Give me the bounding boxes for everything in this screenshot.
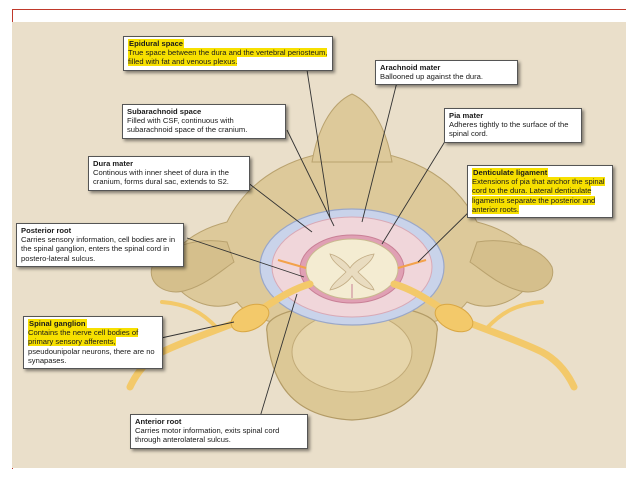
vertebra-illustration	[126, 69, 578, 421]
leader-epidural	[306, 69, 331, 219]
callout-text: Ballooned up against the dura.	[380, 72, 484, 82]
leader-posterior-root	[186, 237, 305, 278]
grey-matter	[329, 253, 375, 291]
leader-spinal-ganglion	[151, 321, 235, 341]
callout-denticulate-ligament: Denticulate ligament Extensions of pia t…	[467, 165, 613, 219]
diagram-panel: Epidural space True space between the du…	[12, 22, 626, 468]
callout-text: Continous with inner sheet of dura in th…	[93, 168, 229, 187]
callout-text: Adheres tightly to the surface of the sp…	[449, 120, 569, 139]
nerve-branch-right	[485, 300, 544, 330]
transverse-process-right	[469, 240, 554, 293]
callout-posterior-root: Posterior root Carries sensory informati…	[16, 223, 184, 267]
callout-text: True space between the	[128, 48, 212, 58]
callout-title: Epidural space	[128, 39, 185, 48]
spinous-process	[311, 93, 393, 163]
callout-title: Anterior root	[135, 417, 182, 426]
leader-denticulate	[417, 206, 475, 263]
slide-top-rule	[12, 9, 626, 10]
ganglion-left	[230, 303, 270, 333]
callout-title: Denticulate ligament	[472, 168, 549, 177]
ganglion-right	[434, 303, 474, 333]
callout-title: Pia mater	[449, 111, 484, 120]
denticulate-ligament-left	[277, 259, 307, 269]
leader-anterior-root	[259, 293, 298, 418]
callout-text: pseudounipolar neurons, there are no syn…	[28, 346, 155, 365]
callout-pia-mater: Pia mater Adheres tightly to the surface…	[444, 108, 582, 143]
callout-anterior-root: Anterior root Carries motor information,…	[130, 414, 308, 449]
callout-title: Spinal ganglion	[28, 319, 87, 328]
callout-text: Carries sensory information, cell bodies…	[21, 235, 176, 263]
callout-epidural-space: Epidural space True space between the du…	[123, 36, 333, 71]
callout-subarachnoid-space: Subarachnoid space Filled with CSF, cont…	[122, 104, 286, 139]
nerve-right	[390, 280, 578, 391]
callout-text-highlight: Contains the nerve cell bodies of primar…	[28, 328, 139, 347]
leader-dura	[246, 181, 313, 233]
callout-text: Filled with CSF, continuous with subarac…	[127, 116, 248, 135]
callout-title: Subarachnoid space	[127, 107, 202, 116]
leader-arachnoid	[361, 81, 398, 223]
denticulate-ligament-right	[397, 259, 427, 269]
callout-text: Carries motor information, exits spinal …	[135, 426, 280, 445]
nerve-branch-left	[160, 300, 219, 330]
callout-arachnoid-mater: Arachnoid mater Ballooned up against the…	[375, 60, 518, 86]
callout-spinal-ganglion: Spinal ganglion Contains the nerve cell …	[23, 316, 163, 370]
leader-subarachnoid	[286, 129, 335, 227]
callout-title: Arachnoid mater	[380, 63, 441, 72]
callout-title: Dura mater	[93, 159, 134, 168]
callout-title: Posterior root	[21, 226, 72, 235]
callout-text: Extensions of pia that anchor the spinal…	[472, 177, 605, 214]
leader-pia	[381, 129, 453, 245]
callout-dura-mater: Dura mater Continous with inner sheet of…	[88, 156, 250, 191]
